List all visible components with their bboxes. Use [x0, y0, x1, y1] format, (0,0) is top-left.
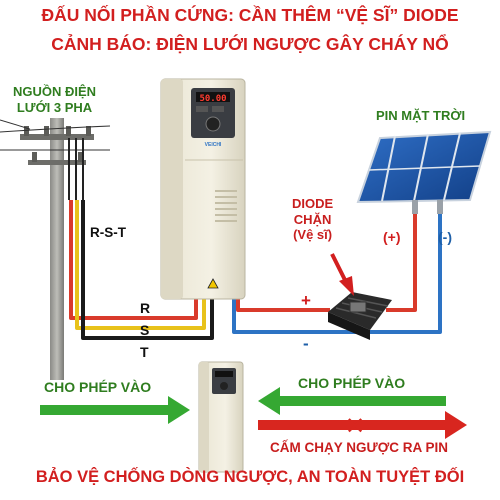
wire-s-line: [75, 200, 206, 330]
rst-label: R-S-T: [90, 225, 126, 240]
dc-positive-line-panel: [386, 212, 417, 312]
allow-arrow-right-icon: [258, 387, 446, 415]
wire-t-label: T: [140, 344, 149, 360]
dc-wires: [232, 212, 442, 334]
grid-source-line-1: NGUỒN ĐIỆN: [13, 84, 97, 99]
forbidden-label: CẤM CHẠY NGƯỢC RA PIN: [270, 440, 448, 455]
diode-label-line-1: DIODE: [292, 196, 334, 211]
dc-negative-line: [232, 212, 442, 334]
forbidden-arrow-icon: [258, 411, 467, 439]
diode-label-line-2: CHẶN: [293, 211, 332, 227]
inverter-large-icon: [160, 78, 246, 300]
solar-positive-label: (+): [383, 229, 401, 245]
bottom-title: BẢO VỆ CHỐNG DÒNG NGƯỢC, AN TOÀN TUYỆT Đ…: [35, 468, 465, 486]
inverter-display: 50.00: [199, 94, 226, 104]
solar-negative-label: (-): [438, 229, 452, 245]
title-line-1: ĐẤU NỐI PHẦN CỨNG: CẦN THÊM “VỆ SĨ” DIOD…: [41, 5, 459, 25]
inverter-small-icon: [198, 361, 244, 473]
wire-r-line: [69, 200, 198, 320]
wire-t-line: [81, 200, 214, 340]
diode-label-line-3: (Vệ sĩ): [293, 227, 333, 243]
allow-right-label: CHO PHÉP VÀO: [298, 375, 406, 391]
forbidden-cross-icon: ✕: [345, 412, 365, 440]
inverter-brand: VEICHI: [205, 142, 222, 148]
wire-s-label: S: [140, 322, 150, 338]
ac-wires: [69, 200, 214, 340]
title-line-2: CẢNH BÁO: ĐIỆN LƯỚI NGƯỢC GÂY CHÁY NỔ: [51, 34, 449, 54]
dc-positive-line: [236, 298, 330, 312]
wire-r-label: R: [140, 300, 151, 316]
utility-pole-icon: [0, 118, 111, 380]
solar-panel-label: PIN MẶT TRỜI: [376, 108, 466, 123]
grid-source-label: NGUỒN ĐIỆN LƯỚI 3 PHA: [13, 84, 96, 117]
dc-minus-label: -: [303, 334, 309, 353]
allow-left-label: CHO PHÉP VÀO: [44, 379, 152, 395]
diode-label: DIODE CHẶN (Vệ sĩ): [292, 196, 333, 243]
allow-arrow-left-icon: [40, 396, 190, 424]
solar-panel-icon: [356, 130, 492, 214]
grid-source-line-2: LƯỚI 3 PHA: [16, 100, 93, 116]
dc-plus-label: +: [301, 291, 311, 310]
diode-heatsink-icon: [328, 292, 392, 340]
diode-pointer-arrow: [330, 253, 354, 296]
